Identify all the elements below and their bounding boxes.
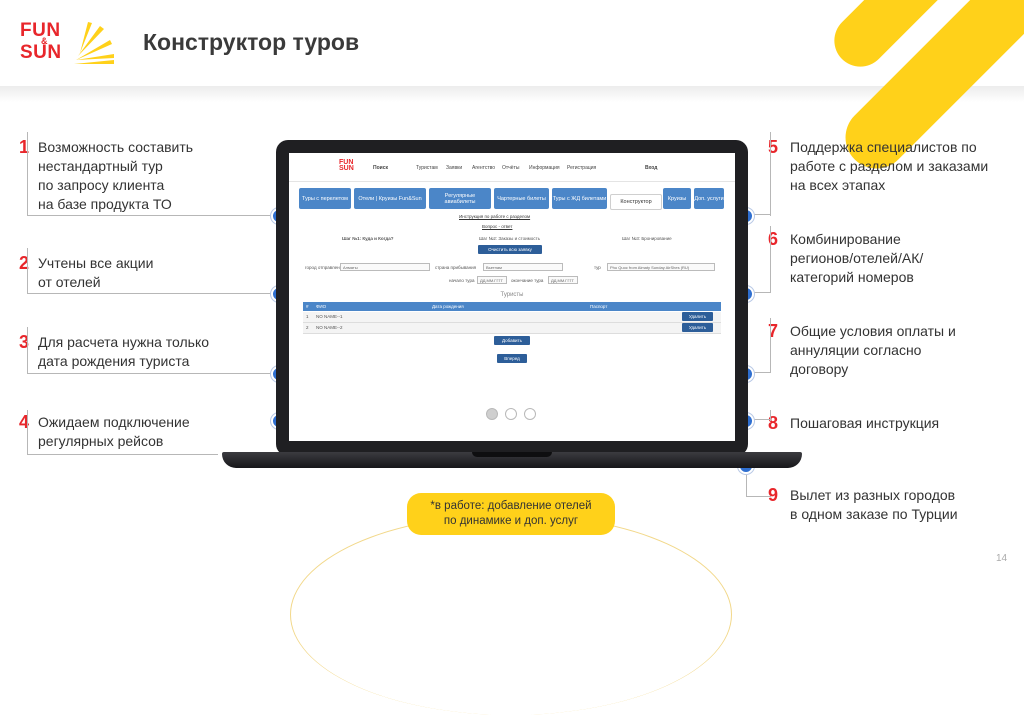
step-1: Шаг №1: Куда и Когда? — [342, 236, 394, 241]
decor-arc — [290, 514, 732, 715]
pager-dot[interactable] — [505, 408, 517, 420]
add-tourist-button[interactable]: Добавить — [494, 336, 530, 345]
connector — [770, 226, 771, 293]
tab-constructor[interactable]: Конструктор — [610, 194, 662, 210]
tour-label: тур — [594, 265, 601, 270]
connector — [746, 372, 770, 373]
tab-charter[interactable]: Чартерные билеты — [494, 188, 549, 209]
pager-dot[interactable] — [524, 408, 536, 420]
header-shadow — [0, 86, 1024, 102]
laptop-base — [222, 452, 802, 468]
menu-login[interactable]: Вход — [645, 165, 658, 171]
tour-start-label: начало тура — [449, 278, 475, 283]
laptop-notch — [472, 452, 552, 457]
step-2: Шаг №2: Заказы и стоимость — [479, 236, 540, 241]
table-row: 2 NO NAME--2 Удалить — [303, 323, 721, 334]
clear-order-button[interactable]: Очистить всю заявку — [478, 245, 542, 254]
menu-reports[interactable]: Отчёты — [502, 165, 520, 171]
connector — [770, 318, 771, 373]
departure-city-select[interactable]: Алматы — [340, 263, 430, 271]
tourists-table-header: # ФИО Дата рождения Паспорт — [303, 302, 721, 311]
laptop-screen: FUN SUN Поиск Туристам Заявки Агентство … — [289, 153, 735, 441]
page-number: 14 — [996, 553, 1008, 564]
arrival-country-select[interactable]: Вьетнам — [483, 263, 563, 271]
tour-end-input[interactable]: ДД.ММ.ГГГГ — [548, 276, 578, 284]
instruction-link[interactable]: Инструкция по работе с разделом — [459, 214, 531, 219]
connector — [27, 132, 278, 216]
connector — [770, 132, 771, 216]
connector — [746, 214, 770, 215]
menu-tourists[interactable]: Туристам — [416, 165, 438, 171]
tab-hotels[interactable]: Отели | Круизы Fun&Sun — [354, 188, 426, 209]
step-3: Шаг №3: Бронирование — [622, 236, 672, 241]
fun-sun-logo: FUN SUN & — [20, 18, 120, 68]
screen-tabs: Туры с перелетом Отели | Круизы Fun&Sun … — [299, 188, 725, 210]
tab-tours-flight[interactable]: Туры с перелетом — [299, 188, 351, 209]
connector — [746, 470, 771, 497]
departure-city-label: город отправления — [305, 265, 345, 270]
menu-register[interactable]: Регистрация — [567, 165, 597, 171]
tab-extra-services[interactable]: Доп. услуги — [694, 188, 724, 209]
page-title: Конструктор туров — [143, 29, 360, 55]
sun-icon — [74, 22, 114, 64]
connector — [746, 292, 770, 293]
tour-start-input[interactable]: ДД.ММ.ГГГГ — [477, 276, 507, 284]
menu-agency[interactable]: Агентство — [472, 165, 495, 171]
next-button[interactable]: Вперед — [497, 354, 527, 363]
tourists-title: Туристы — [500, 292, 524, 298]
connector — [746, 419, 770, 420]
arrival-country-label: страна прибывания — [435, 265, 477, 270]
connector — [27, 248, 278, 294]
pager-dot[interactable] — [486, 408, 498, 420]
connector — [770, 410, 771, 421]
tab-cruises[interactable]: Круизы — [663, 188, 691, 209]
screen-logo: FUN SUN — [339, 159, 354, 172]
faq-link[interactable]: Вопрос - ответ — [482, 224, 513, 229]
tour-end-label: окончание тура — [511, 278, 544, 283]
work-in-progress-note: *в работе: добавление отелей по динамике… — [407, 493, 615, 535]
tab-rail-tours[interactable]: Туры с ЖД билетами — [552, 188, 607, 209]
tab-regular-flights[interactable]: Регулярные авиабилеты — [429, 188, 491, 209]
menu-search[interactable]: Поиск — [373, 165, 389, 171]
delete-button[interactable]: Удалить — [682, 312, 713, 321]
menu-orders[interactable]: Заявки — [446, 165, 463, 171]
connector — [27, 410, 218, 455]
connector — [27, 327, 278, 374]
table-row: 1 NO NAME--1 Удалить — [303, 312, 721, 323]
tour-select[interactable]: Phu Quoc from Almaty Sunday AirShes (RU) — [607, 263, 715, 271]
screen-nav: FUN SUN Поиск Туристам Заявки Агентство … — [289, 153, 735, 182]
menu-info[interactable]: Информация — [529, 165, 560, 171]
delete-button[interactable]: Удалить — [682, 323, 713, 332]
